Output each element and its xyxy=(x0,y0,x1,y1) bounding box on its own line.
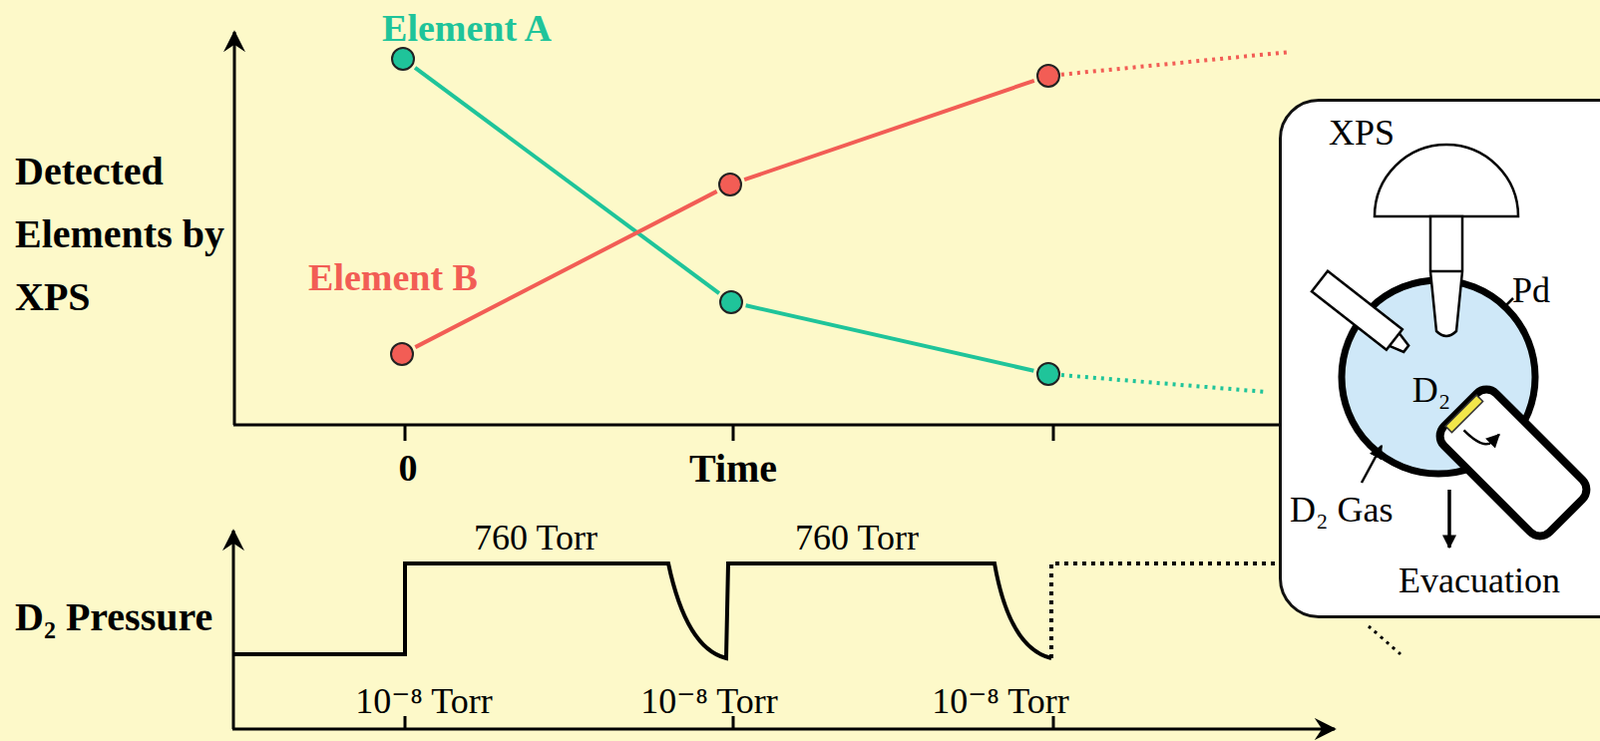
series xyxy=(391,47,1288,393)
pressure-value: 760 Torr xyxy=(795,518,919,559)
pressure-curve xyxy=(233,563,1277,659)
axis-title: D₂ Pressure xyxy=(14,589,230,646)
element-b-line xyxy=(744,80,1035,180)
axis-title: Detected Elements by XPS xyxy=(14,139,230,329)
element-a-trend xyxy=(1061,375,1266,393)
element-a-point xyxy=(392,47,414,70)
axis-title: Time xyxy=(689,446,778,491)
pressure-value: 10⁻⁸ Torr xyxy=(355,682,492,723)
gas-inlet-arrow xyxy=(1361,445,1382,483)
pressure-line xyxy=(233,563,1052,659)
inset-panel: XPS PdD₂ D₂ GasEvacuation xyxy=(1278,98,1600,619)
instrument-label: XPS xyxy=(1328,113,1395,154)
axes xyxy=(232,31,1335,730)
gas-label: D₂ xyxy=(1412,371,1452,411)
pressure-value: 10⁻⁸ Torr xyxy=(640,682,778,723)
element-b-trend xyxy=(1061,51,1288,74)
callout-tail xyxy=(1368,626,1401,655)
element-b-point xyxy=(1037,64,1060,87)
xps-analyzer xyxy=(1374,144,1519,217)
series-label: Element B xyxy=(308,257,478,300)
xray-gun xyxy=(1311,271,1415,360)
tick-label: 0 xyxy=(399,447,418,490)
evacuation-arrow xyxy=(1447,489,1452,548)
flow-label: Evacuation xyxy=(1398,561,1561,602)
material-label: Pd xyxy=(1512,271,1551,312)
series-label: Element A xyxy=(382,7,552,50)
element-a-point xyxy=(1037,363,1060,386)
pressure-trend xyxy=(1051,563,1277,659)
gas-label: D₂ Gas xyxy=(1289,490,1394,531)
deuterium-gauge xyxy=(1434,384,1593,542)
xps-lens-step xyxy=(1430,270,1463,274)
apparatus-illustration xyxy=(1281,101,1600,616)
xps-lens xyxy=(1430,216,1463,337)
element-b-point xyxy=(391,343,413,366)
element-a-point xyxy=(720,291,743,314)
element-b-point xyxy=(719,173,742,196)
pd-leader xyxy=(1503,298,1514,309)
element-a-line xyxy=(746,305,1035,371)
pressure-value: 10⁻⁸ Torr xyxy=(931,682,1069,723)
pressure-value: 760 Torr xyxy=(473,518,598,559)
